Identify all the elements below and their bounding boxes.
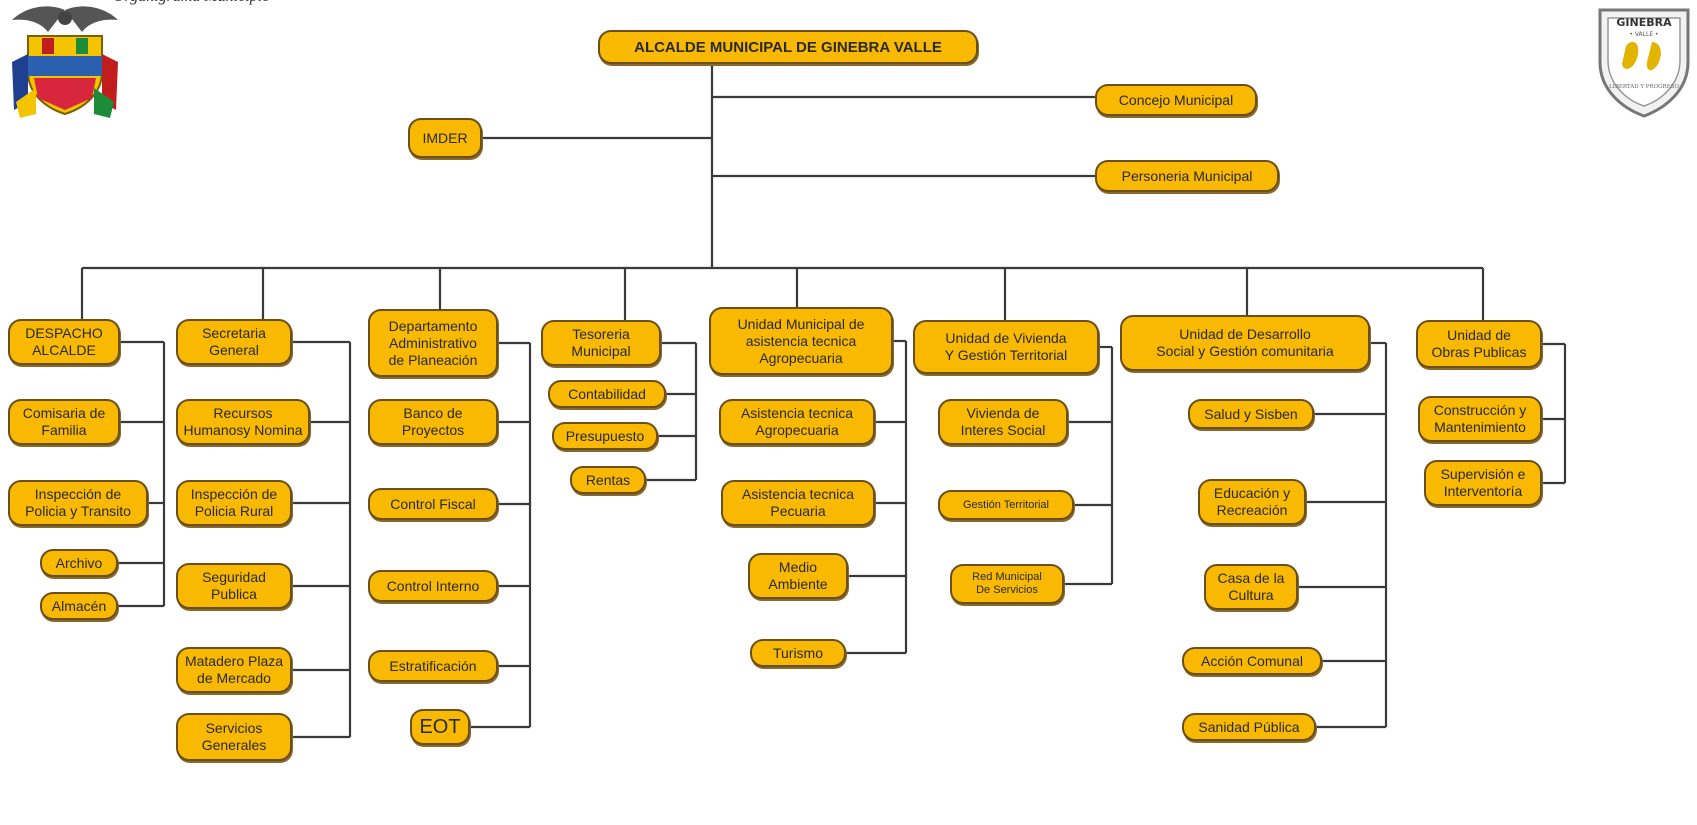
org-node-alcalde: ALCALDE MUNICIPAL DE GINEBRA VALLE [598,30,978,64]
svg-text:GINEBRA: GINEBRA [1616,16,1672,29]
org-node-turismo: Turismo [750,639,846,667]
org-node-inspeccion-rural: Inspección de Policia Rural [176,480,292,526]
org-node-inspeccion-transito: Inspección de Policia y Transito [8,480,148,526]
org-node-presupuesto: Presupuesto [552,422,658,450]
org-node-casa-cultura: Casa de la Cultura [1204,564,1298,610]
org-node-umata: Unidad Municipal de asistencia tecnica A… [709,307,893,375]
coat-of-arms-logo [12,6,118,118]
org-node-red-servicios: Red Municipal De Servicios [950,564,1064,604]
org-node-control-interno: Control Interno [368,570,498,602]
org-node-vivienda-social: Vivienda de Interes Social [938,399,1068,445]
org-node-vivienda: Unidad de Vivienda Y Gestión Territorial [913,320,1099,374]
org-node-matadero: Matadero Plaza de Mercado [176,647,292,693]
org-node-banco: Banco de Proyectos [368,399,498,445]
org-node-eot: EOT [410,709,470,745]
org-node-almacen: Almacén [40,592,118,620]
org-node-concejo: Concejo Municipal [1095,84,1257,116]
org-node-gestion-territorial: Gestión Territorial [938,490,1074,520]
org-node-educacion: Educación y Recreación [1198,479,1306,525]
org-node-sanidad: Sanidad Pública [1182,713,1316,741]
org-node-supervision: Supervisión e Interventoría [1424,460,1542,506]
org-node-contabilidad: Contabilidad [548,380,666,408]
org-node-secretaria: Secretaria General [176,319,292,365]
org-node-accion-comunal: Acción Comunal [1182,647,1322,675]
org-node-control-fiscal: Control Fiscal [368,488,498,520]
org-node-planeacion: Departamento Administrativo de Planeació… [368,309,498,377]
svg-text:• VALLE •: • VALLE • [1629,31,1658,38]
org-node-comisaria: Comisaria de Familia [8,399,120,445]
org-node-seguridad: Seguridad Publica [176,563,292,609]
chart-caption: Organigrama Municipio [113,0,533,10]
org-node-imder: IMDER [408,118,482,158]
org-node-construccion: Construcción y Mantenimiento [1418,396,1542,442]
org-node-rentas: Rentas [570,466,646,494]
org-node-despacho: DESPACHO ALCALDE [8,319,120,365]
org-node-servicios-generales: Servicios Generales [176,713,292,761]
org-node-recursos: Recursos Humanosy Nomina [176,399,310,445]
org-node-obras: Unidad de Obras Publicas [1416,320,1542,368]
ginebra-shield-logo: GINEBRA • VALLE • LIBERTAD Y PROGRESO [1598,8,1690,118]
org-node-asist-agro: Asistencia tecnica Agropecuaria [719,399,875,445]
org-node-desarrollo-social: Unidad de Desarrollo Social y Gestión co… [1120,315,1370,371]
svg-text:LIBERTAD Y PROGRESO: LIBERTAD Y PROGRESO [1609,84,1679,90]
org-node-personeria: Personeria Municipal [1095,160,1279,192]
org-node-archivo: Archivo [40,549,118,577]
org-node-asist-pecuaria: Asistencia tecnica Pecuaria [721,480,875,526]
org-node-tesoreria: Tesoreria Municipal [541,320,661,366]
org-node-medio-ambiente: Medio Ambiente [748,553,848,599]
org-node-salud: Salud y Sisben [1188,399,1314,429]
org-node-estratificacion: Estratificación [368,650,498,682]
